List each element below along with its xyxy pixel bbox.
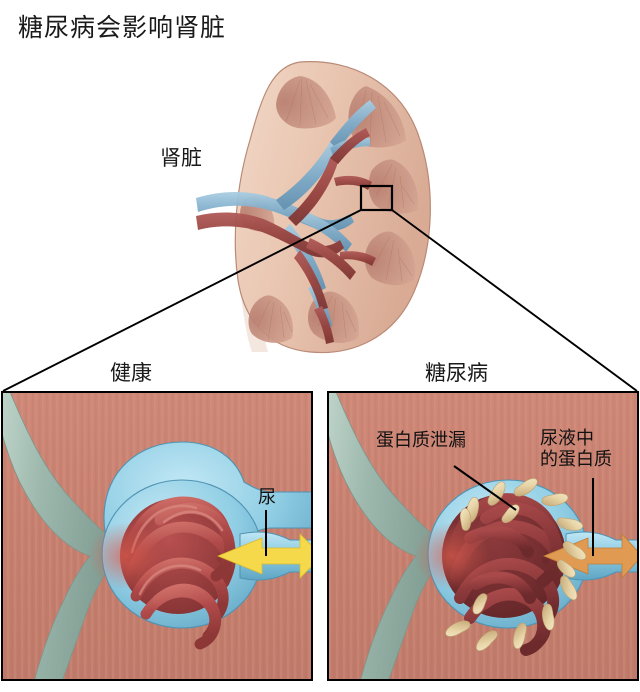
annotation-urine-protein: 尿液中 的蛋白质 (540, 428, 612, 471)
zoom-leader-lines (2, 209, 638, 392)
panel-caption-healthy: 健康 (110, 361, 152, 385)
protein-particles (445, 478, 587, 651)
panel-diabetic (327, 391, 639, 681)
renal-cortex-zoom-box (359, 184, 394, 212)
panel-caption-diabetic: 糖尿病 (425, 361, 488, 385)
protein-leak-leader (453, 465, 517, 511)
annotation-urine: 尿 (258, 487, 276, 508)
panel-healthy (1, 391, 313, 681)
protein-urine-flow-arrow (542, 532, 638, 580)
annotation-protein-leak: 蛋白质泄漏 (376, 430, 466, 451)
kidney-illustration (196, 61, 431, 354)
page-title: 糖尿病会影响肾脏 (18, 13, 227, 42)
kidney-label: 肾脏 (160, 146, 202, 170)
